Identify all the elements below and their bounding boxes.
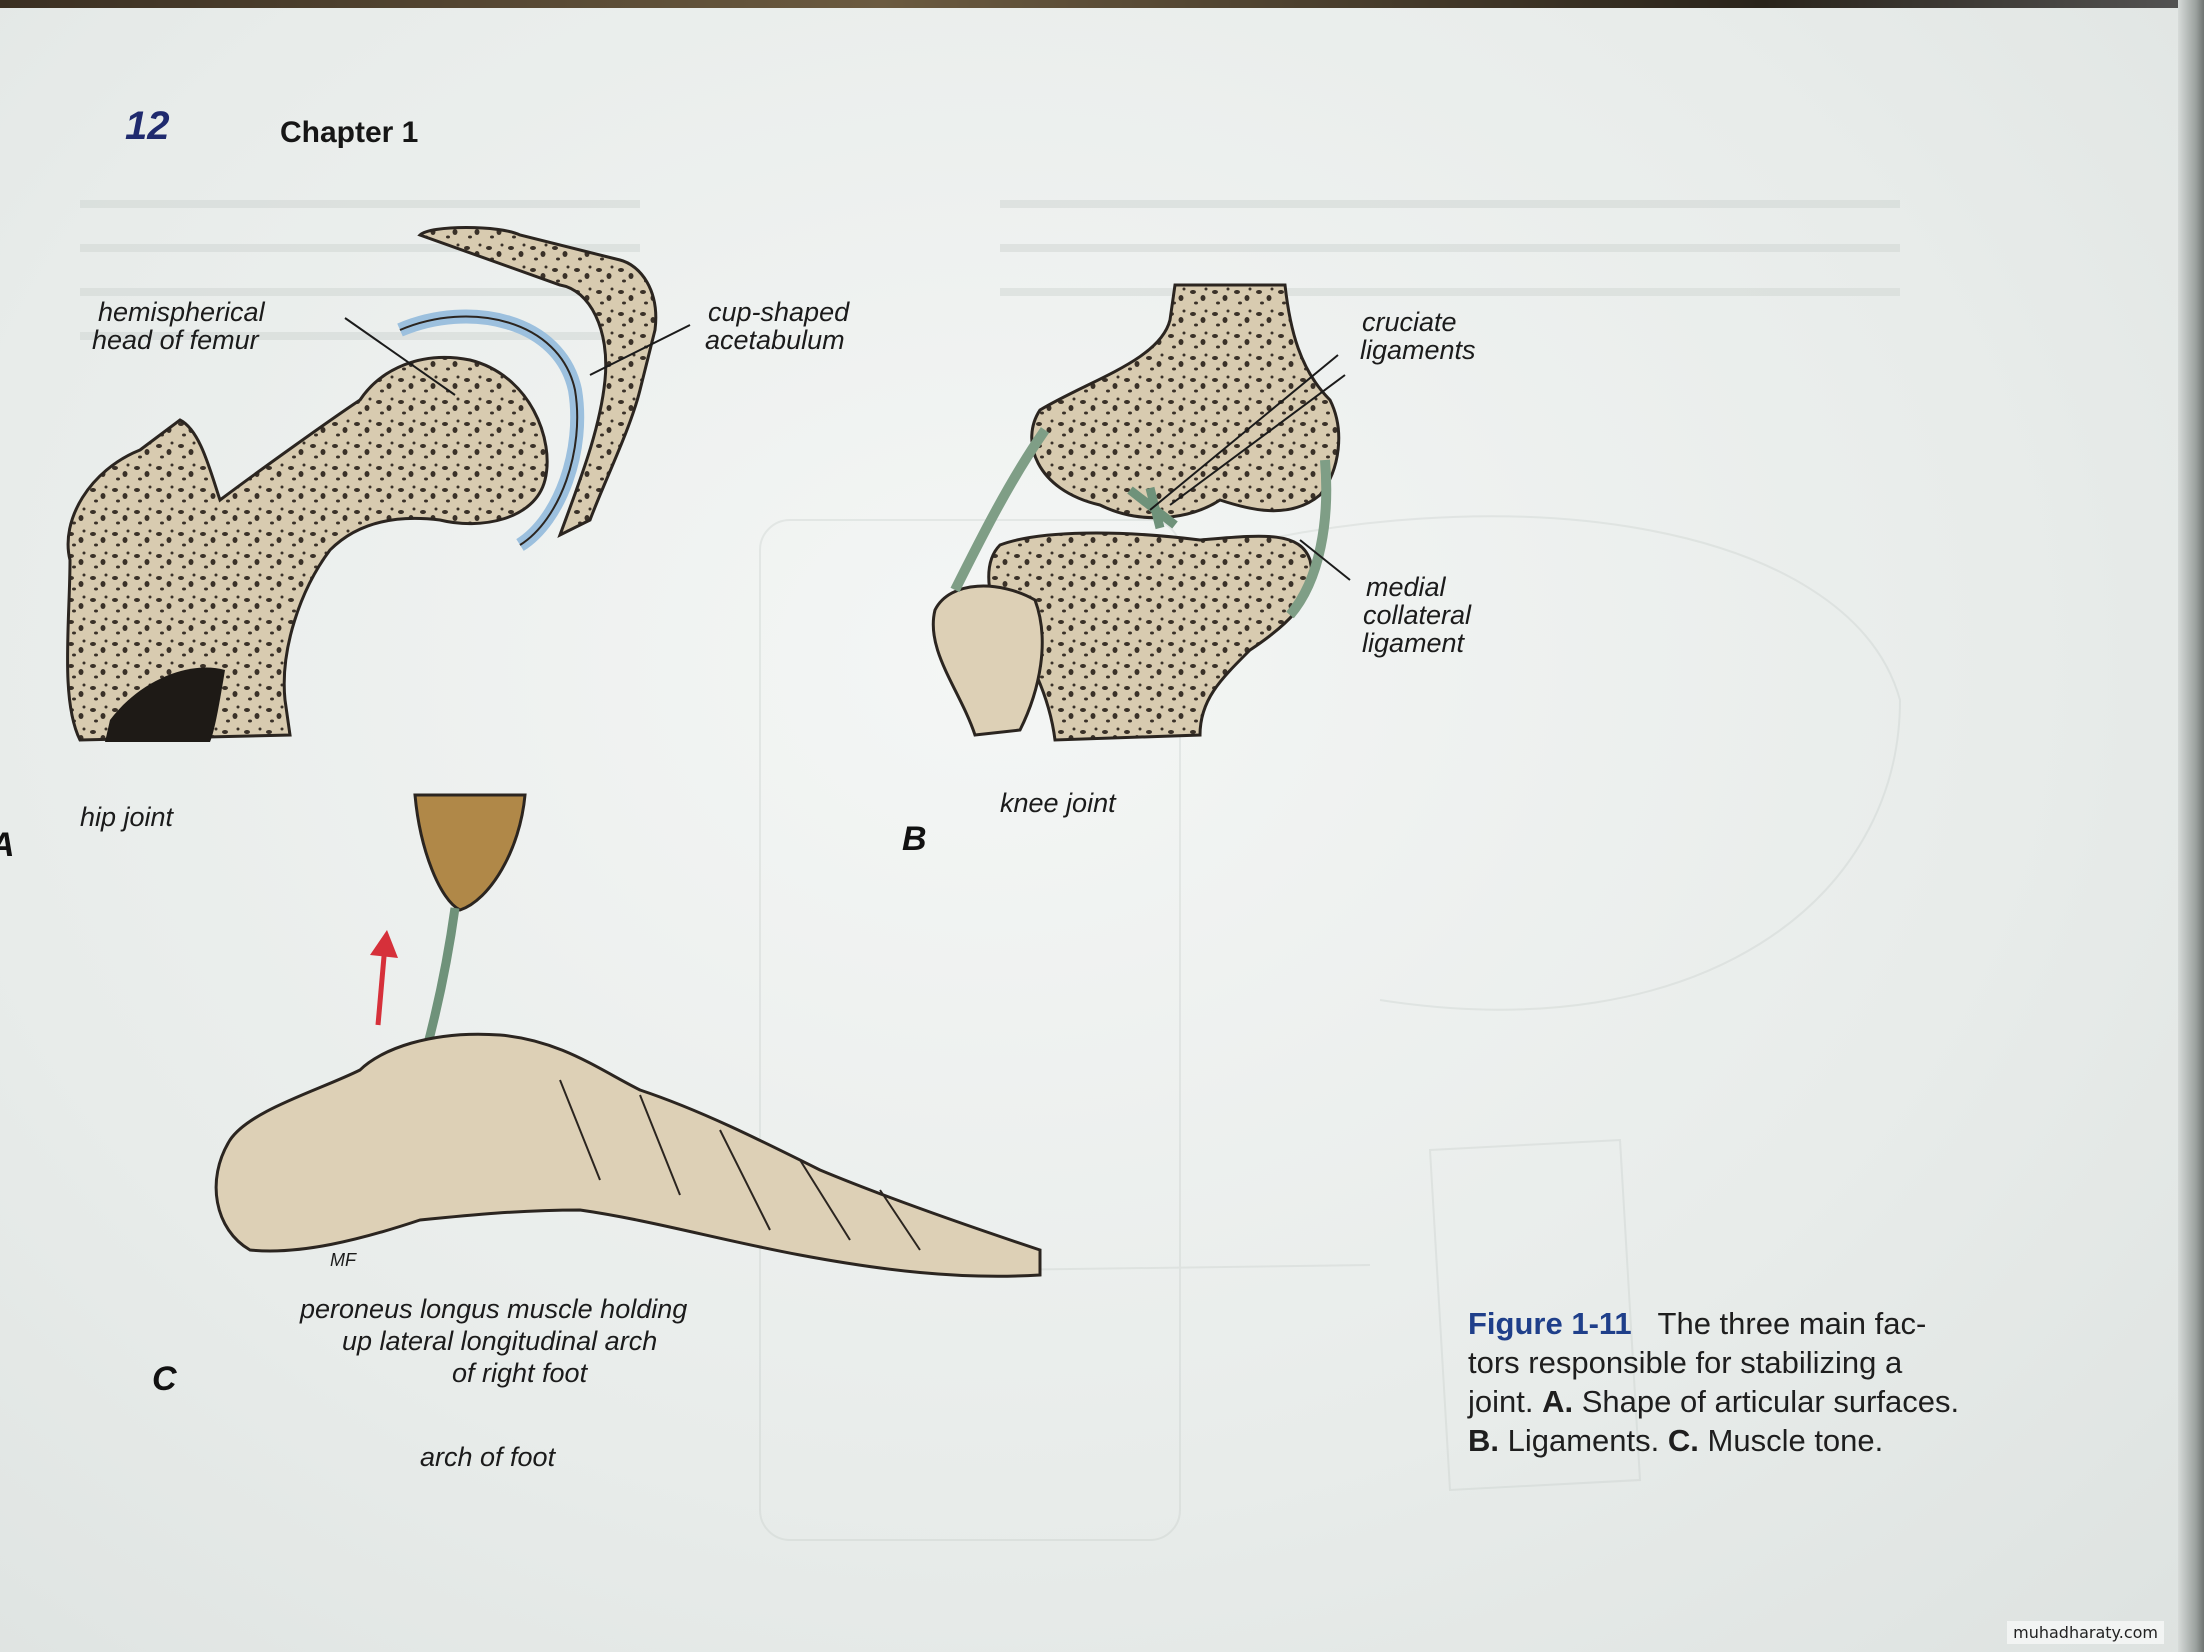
top-edge [0,0,2204,8]
knee-joint-drawing [931,283,1341,742]
label-peroneus-1: peroneus longus muscle holding [300,1294,688,1324]
label-cruciate-2: ligaments [1360,335,1476,365]
caption-muscle-tone: Muscle tone. [1707,1423,1884,1458]
label-hip-head-2: head of femur [92,325,259,355]
caption-ligaments: Ligaments. [1507,1423,1660,1458]
caption-letter-a: A. [1542,1384,1574,1419]
caption-line-3-start: joint. [1468,1384,1534,1419]
panel-label-a: A [0,826,15,865]
caption-line-3-end: Shape of articular surfaces. [1581,1384,1960,1419]
foot-drawing [214,793,1042,1278]
chapter-heading: Chapter 1 [280,116,419,149]
label-hip-joint: hip joint [80,802,174,832]
hip-joint-drawing [66,226,658,742]
label-hip-head-1: hemispherical [98,297,265,327]
caption-letter-c: C. [1667,1423,1699,1458]
label-peroneus-2: up lateral longitudinal arch [342,1326,658,1356]
panel-label-b: B [902,820,927,858]
label-peroneus-3: of right foot [452,1358,588,1388]
label-medial-3: ligament [1362,628,1465,658]
figure-caption: Figure 1-11 The three main fac- tors res… [1468,1304,2188,1460]
label-cruciate-1: cruciate [1362,307,1457,337]
panel-label-c: C [152,1360,177,1398]
label-medial-1: medial [1366,572,1446,602]
figure-number: Figure 1-11 [1468,1306,1632,1341]
arrow-up-icon [375,944,388,1026]
page-curl [2178,0,2204,1652]
label-acetabulum-2: acetabulum [705,325,845,355]
label-medial-2: collateral [1363,600,1472,630]
watermark: muhadharaty.com [2007,1621,2164,1644]
page-number: 12 [125,104,170,148]
artist-initials: MF [330,1250,356,1270]
caption-line-1: The three main fac- [1657,1306,1927,1341]
label-acetabulum-1: cup-shaped [708,297,850,327]
caption-line-2: tors responsible for stabilizing a [1468,1345,1903,1380]
label-arch-of-foot: arch of foot [420,1442,556,1472]
label-knee-joint: knee joint [1000,788,1116,818]
caption-letter-b: B. [1468,1423,1499,1458]
